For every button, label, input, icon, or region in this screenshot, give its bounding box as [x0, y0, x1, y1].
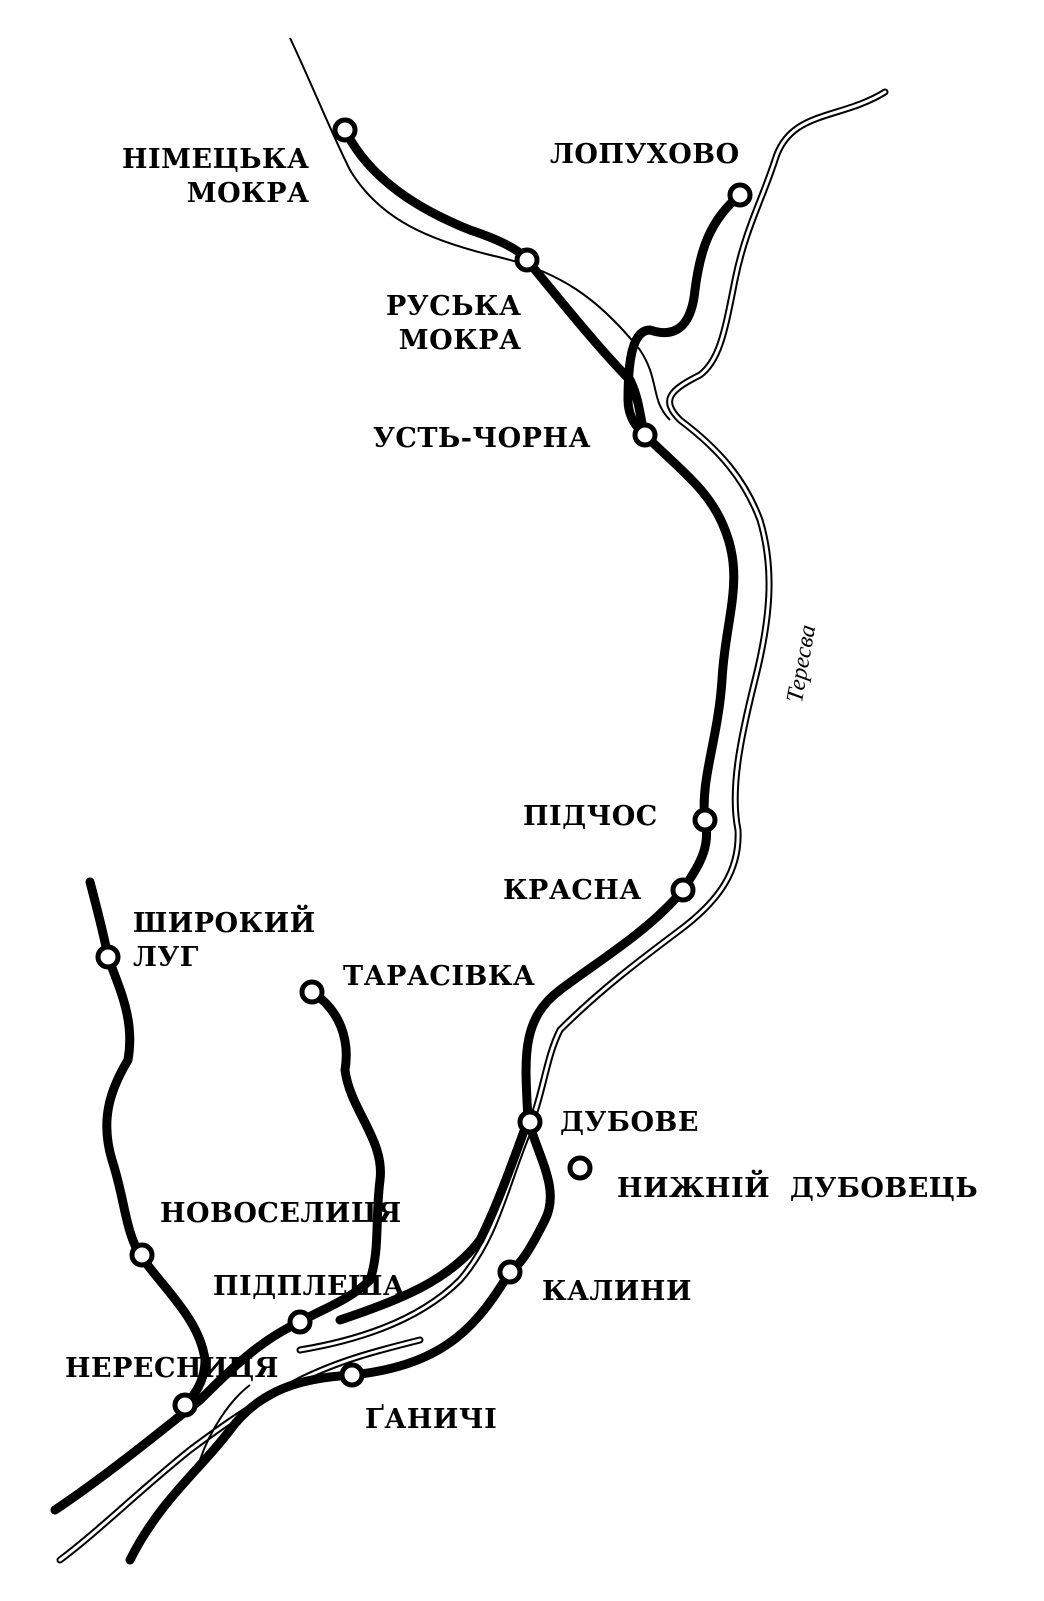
stop-ganychi: [339, 1362, 365, 1388]
label-lopukhovo: ЛОПУХОВО: [550, 139, 740, 170]
label-krasna: КРАСНА: [503, 875, 642, 906]
label-nimetska-mokra: НІМЕЦЬКА МОКРА: [122, 144, 310, 209]
label-neresnytsia: НЕРЕСНИЦЯ: [65, 1353, 279, 1384]
label-ruska-mokra: РУСЬКА МОКРА: [386, 291, 522, 356]
label-nyzhnii-dubovets: НИЖНІЙ ДУБОВЕЦЬ: [617, 1173, 979, 1204]
stop-novoselytsia: [129, 1242, 155, 1268]
label-novoselytsia: НОВОСЕЛИЦЯ: [160, 1198, 402, 1229]
stop-pidplesha: [287, 1309, 313, 1335]
stop-ust-chorna: [632, 422, 658, 448]
stop-nyzhnii-dubovets: [567, 1155, 593, 1181]
river-upper: [289, 37, 671, 421]
stop-pidchos: [692, 807, 718, 833]
road-dubove-pidplesha: [335, 1115, 533, 1325]
label-shyrokyi-luh: ШИРОКИЙ ЛУГ: [133, 908, 316, 973]
label-ganychi: ҐАНИЧІ: [365, 1404, 498, 1435]
label-dubove: ДУБОВЕ: [560, 1107, 699, 1138]
river-teresva: [296, 88, 889, 1354]
road-lopukhovo: [623, 190, 745, 440]
stop-tarasivka: [299, 979, 325, 1005]
label-ust-chorna: УСТЬ-ЧОРНА: [373, 423, 591, 454]
stop-shyrokyi-luh: [95, 944, 121, 970]
label-kalyny: КАЛИНИ: [542, 1276, 692, 1307]
stop-dubove: [517, 1109, 543, 1135]
stop-ruska-mokra: [514, 247, 540, 273]
stop-nimetska-mokra: [332, 117, 358, 143]
road-main: [125, 125, 739, 1565]
stop-krasna: [670, 877, 696, 903]
stop-neresnytsia: [172, 1392, 198, 1418]
label-pidplesha: ПІДПЛЕША: [213, 1271, 406, 1302]
stop-lopukhovo: [727, 182, 753, 208]
stop-kalyny: [497, 1259, 523, 1285]
label-tarasivka: ТАРАСІВКА: [343, 961, 536, 992]
label-pidchos: ПІДЧОС: [523, 801, 658, 832]
